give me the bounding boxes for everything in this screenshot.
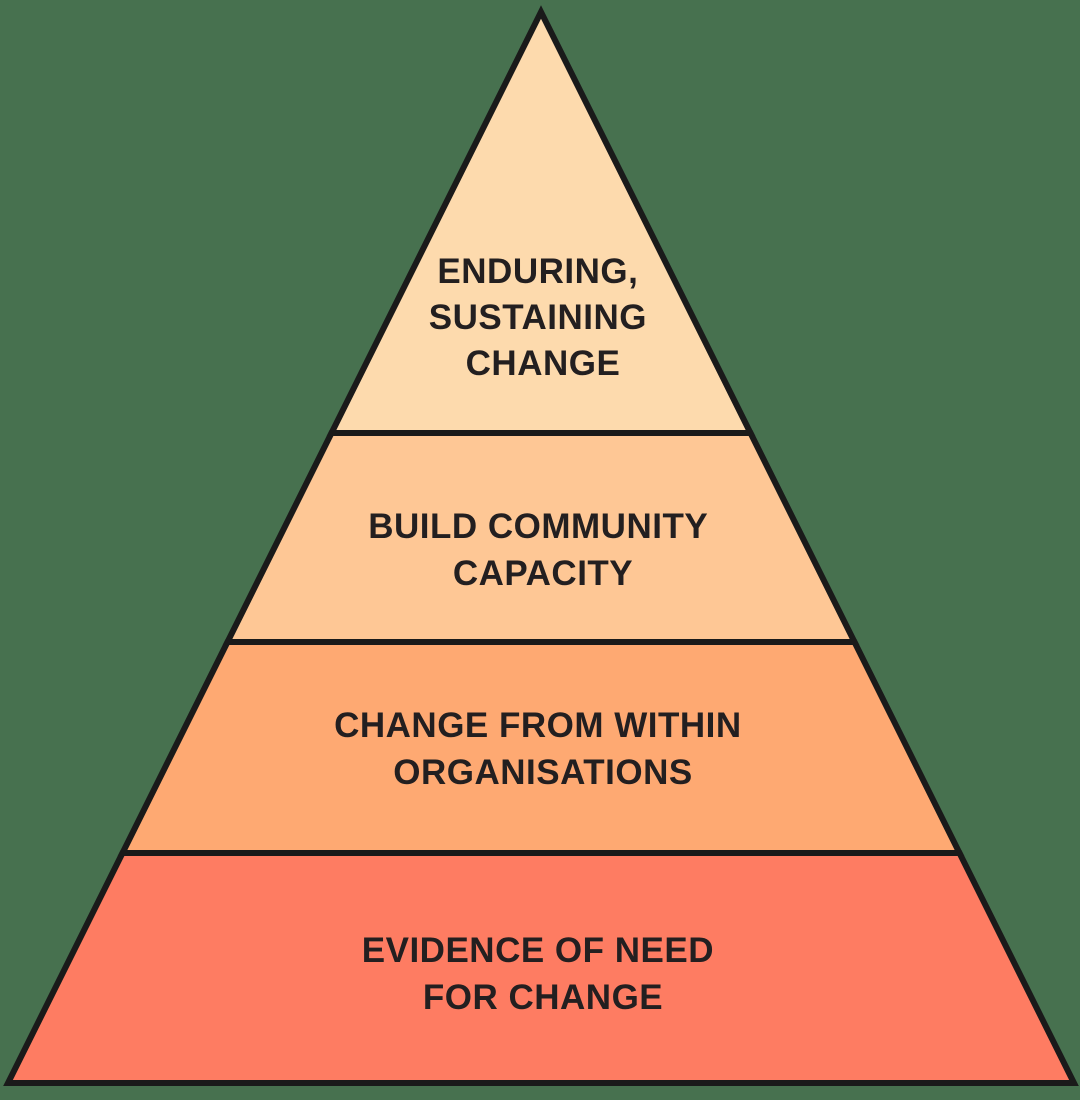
level-2-label: BUILD COMMUNITY CAPACITY — [368, 507, 718, 593]
level-1-label-line-2: SUSTAINING — [429, 298, 647, 337]
level-3-shape — [117, 639, 965, 856]
level-3-label-line-1: CHANGE FROM WITHIN — [334, 706, 742, 745]
level-2-label-line-2: CAPACITY — [453, 554, 633, 593]
level-4-label-line-2: FOR CHANGE — [423, 978, 663, 1017]
level-3-label-line-2: ORGANISATIONS — [393, 753, 692, 792]
level-4-label-line-1: EVIDENCE OF NEED — [362, 931, 714, 970]
level-1-label: ENDURING, SUSTAINING CHANGE — [429, 252, 657, 383]
level-1-label-line-3: CHANGE — [466, 344, 621, 383]
level-2-label-line-1: BUILD COMMUNITY — [368, 507, 707, 546]
level-3-label: CHANGE FROM WITHIN ORGANISATIONS — [334, 706, 752, 792]
level-4-label: EVIDENCE OF NEED FOR CHANGE — [362, 931, 724, 1017]
level-4-shape — [3, 850, 1079, 1086]
level-1-label-line-1: ENDURING, — [437, 252, 638, 291]
